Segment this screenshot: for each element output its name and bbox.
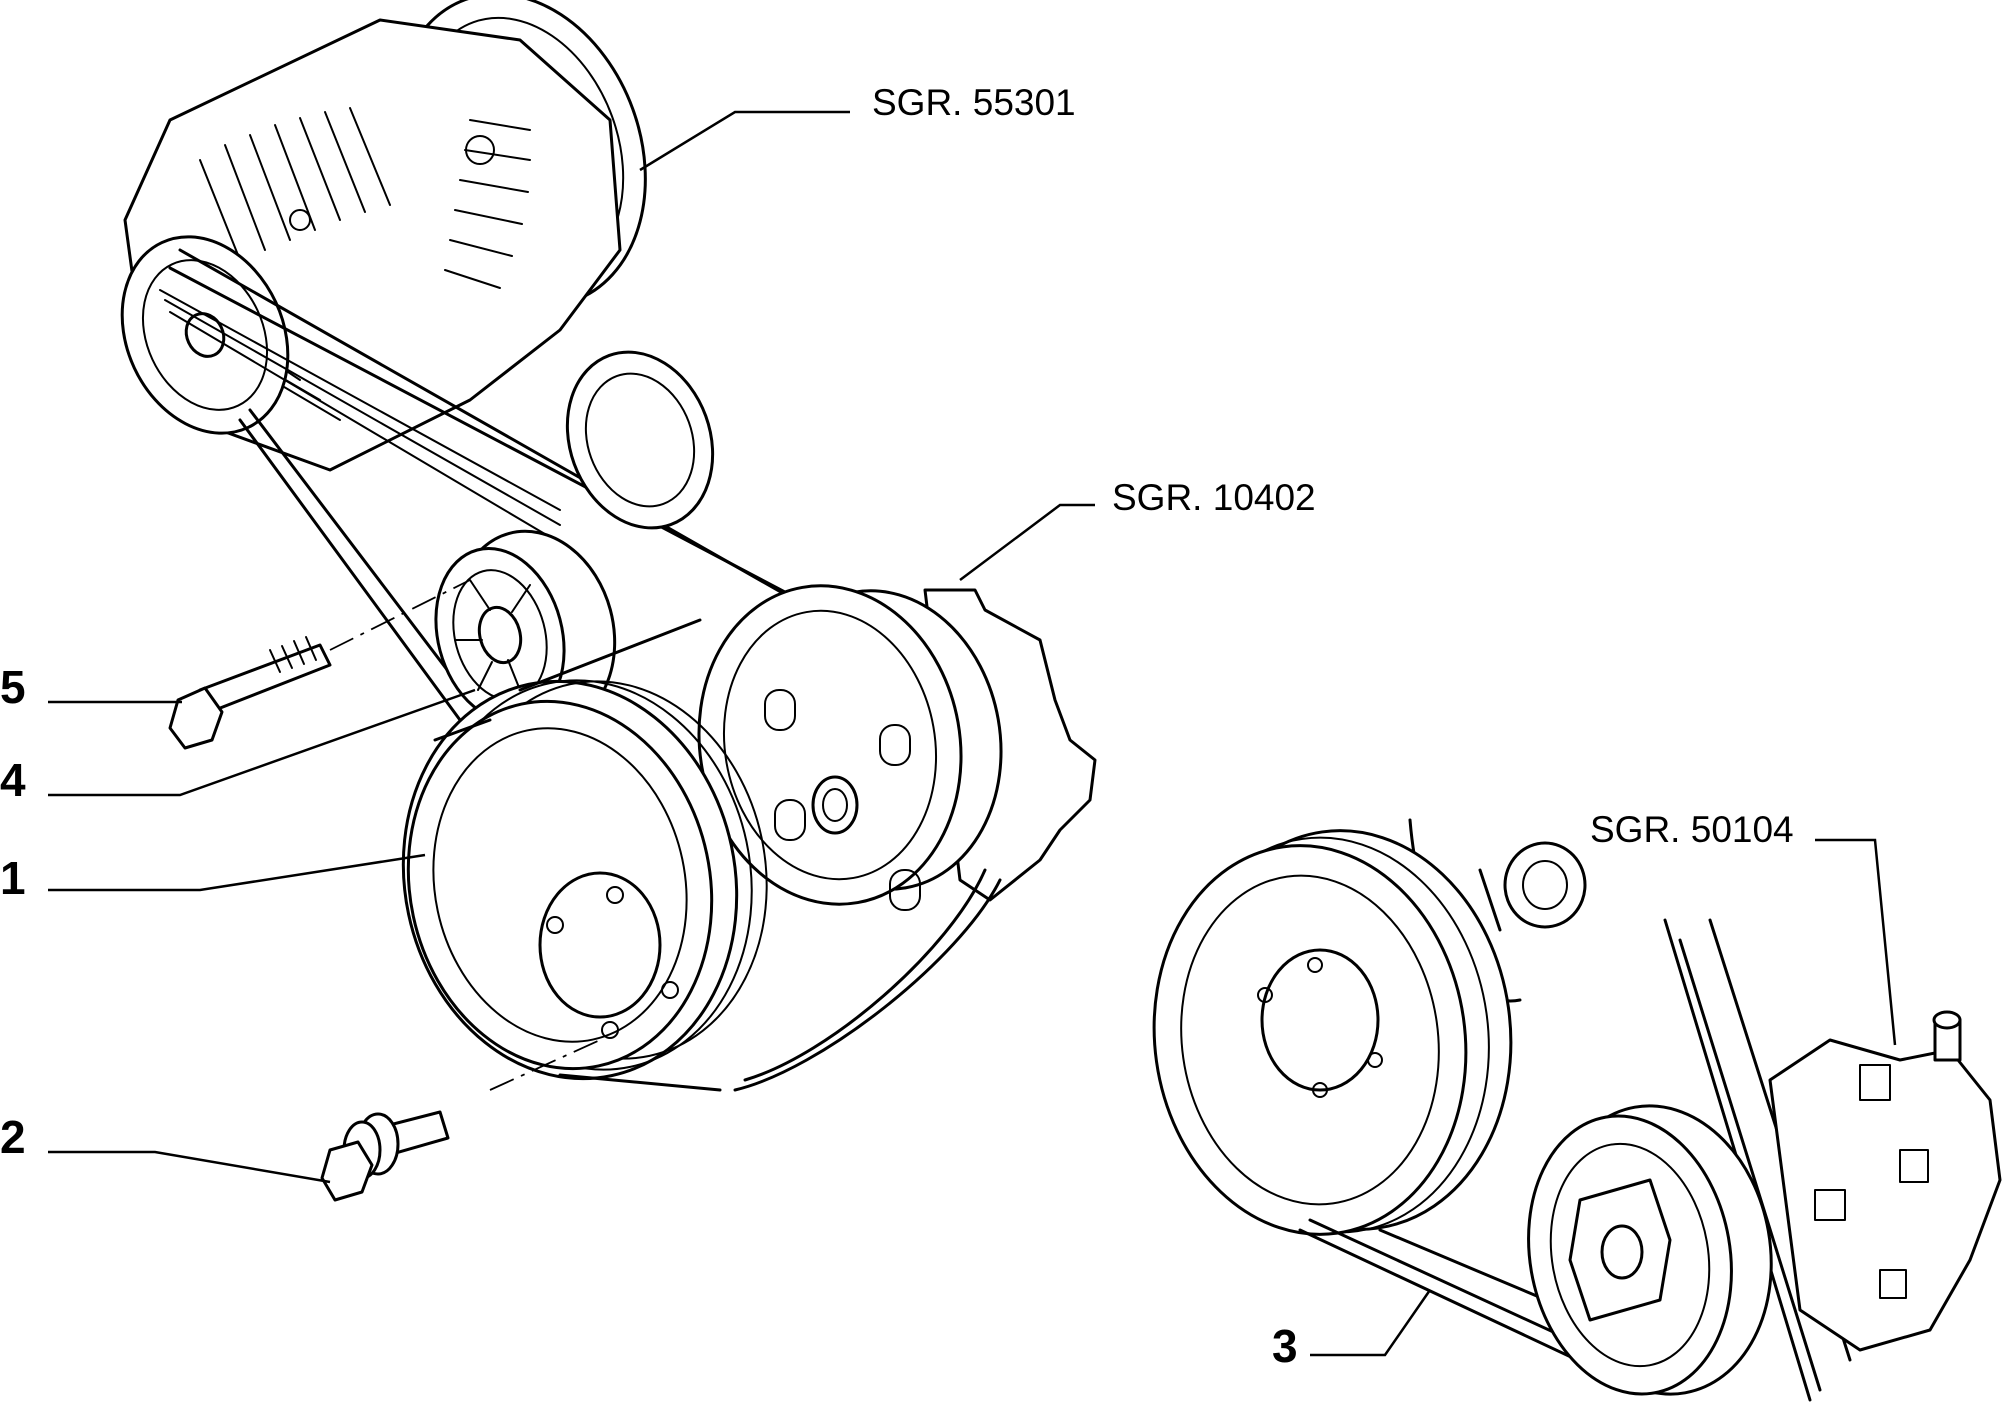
leader-1	[48, 853, 426, 892]
callout-3: 3	[1272, 1320, 1298, 1372]
leader-sgr-50104	[1815, 838, 1897, 1046]
leader-sgr-55301	[639, 110, 850, 172]
ref-ac-compressor-label: SGR. 50104	[1590, 809, 1794, 850]
callout-1: 1	[0, 852, 26, 904]
callout-4: 4	[0, 754, 26, 806]
idler-pulley-upper	[565, 350, 715, 530]
leader-sgr-10402	[959, 503, 1095, 581]
bolt-2	[320, 1039, 601, 1202]
leader-2	[48, 1150, 331, 1184]
water-pump-belt	[518, 618, 1002, 1092]
leader-lines	[48, 110, 1897, 1357]
callout-2: 2	[0, 1111, 26, 1163]
water-pump	[697, 584, 1097, 911]
callout-5: 5	[0, 661, 26, 713]
leader-3	[1310, 1289, 1432, 1357]
crankshaft-pulley	[401, 679, 768, 1092]
leader-4	[48, 688, 476, 797]
bolt-5	[168, 579, 471, 750]
ac-compressor	[1527, 1010, 2002, 1396]
tensioner-pulley	[434, 529, 617, 731]
crankshaft-pulley-view-2	[1152, 829, 1513, 1236]
ref-alternator-label: SGR. 55301	[872, 82, 1076, 123]
ref-water-pump-label: SGR. 10402	[1112, 477, 1316, 518]
alternator-belt	[159, 248, 832, 722]
